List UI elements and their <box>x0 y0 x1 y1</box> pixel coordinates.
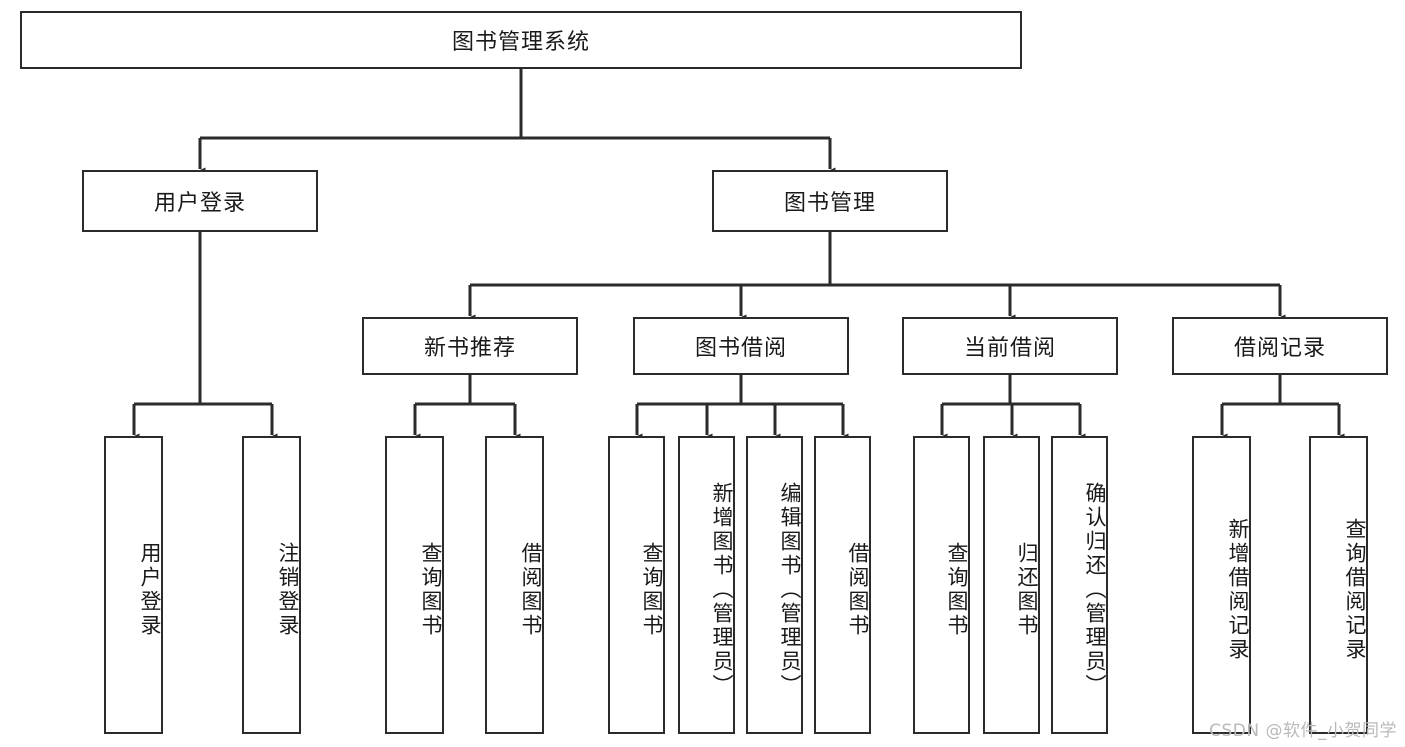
leaf-add-book[interactable]: 新增图书（管理员） <box>678 436 735 734</box>
node-label: 图书管理 <box>783 191 876 216</box>
node-borrow-record[interactable]: 借阅记录 <box>1172 317 1388 375</box>
node-new-book-recommend[interactable]: 新书推荐 <box>362 317 578 375</box>
node-label: 查询图书 <box>419 542 443 638</box>
node-label: 注销登录 <box>276 542 300 638</box>
leaf-query-book-3[interactable]: 查询图书 <box>913 436 970 734</box>
leaf-borrow-book-2[interactable]: 借阅图书 <box>814 436 871 734</box>
node-label: 确认归还（管理员） <box>1083 482 1107 698</box>
watermark: CSDN @软件_小贺同学 <box>1209 721 1397 741</box>
leaf-return-book[interactable]: 归还图书 <box>983 436 1040 734</box>
node-current-borrow[interactable]: 当前借阅 <box>902 317 1118 375</box>
node-label: 当前借阅 <box>963 336 1056 361</box>
leaf-edit-book[interactable]: 编辑图书（管理员） <box>746 436 803 734</box>
node-label: 用户登录 <box>153 191 246 216</box>
node-label: 查询图书 <box>945 542 969 638</box>
node-book-borrow[interactable]: 图书借阅 <box>633 317 849 375</box>
node-label: 图书管理系统 <box>451 30 590 55</box>
leaf-confirm-return[interactable]: 确认归还（管理员） <box>1051 436 1108 734</box>
leaf-query-book-2[interactable]: 查询图书 <box>608 436 665 734</box>
leaf-logout[interactable]: 注销登录 <box>242 436 301 734</box>
node-label: 图书借阅 <box>694 336 787 361</box>
node-label: 查询图书 <box>640 542 664 638</box>
node-label: 归还图书 <box>1015 542 1039 638</box>
node-label: 新增图书（管理员） <box>710 482 734 698</box>
node-label: 新书推荐 <box>423 336 516 361</box>
node-user-login[interactable]: 用户登录 <box>82 170 318 232</box>
node-label: 借阅记录 <box>1233 336 1326 361</box>
node-root[interactable]: 图书管理系统 <box>20 11 1022 69</box>
node-label: 编辑图书（管理员） <box>778 482 802 698</box>
leaf-query-book-1[interactable]: 查询图书 <box>385 436 444 734</box>
node-label: 借阅图书 <box>846 542 870 638</box>
node-label: 新增借阅记录 <box>1226 518 1250 662</box>
leaf-query-record[interactable]: 查询借阅记录 <box>1309 436 1368 734</box>
node-book-management[interactable]: 图书管理 <box>712 170 948 232</box>
leaf-user-login[interactable]: 用户登录 <box>104 436 163 734</box>
node-label: 借阅图书 <box>519 542 543 638</box>
node-label: 查询借阅记录 <box>1343 518 1367 662</box>
leaf-borrow-book-1[interactable]: 借阅图书 <box>485 436 544 734</box>
leaf-add-record[interactable]: 新增借阅记录 <box>1192 436 1251 734</box>
edges <box>128 69 1345 444</box>
node-label: 用户登录 <box>138 542 162 638</box>
